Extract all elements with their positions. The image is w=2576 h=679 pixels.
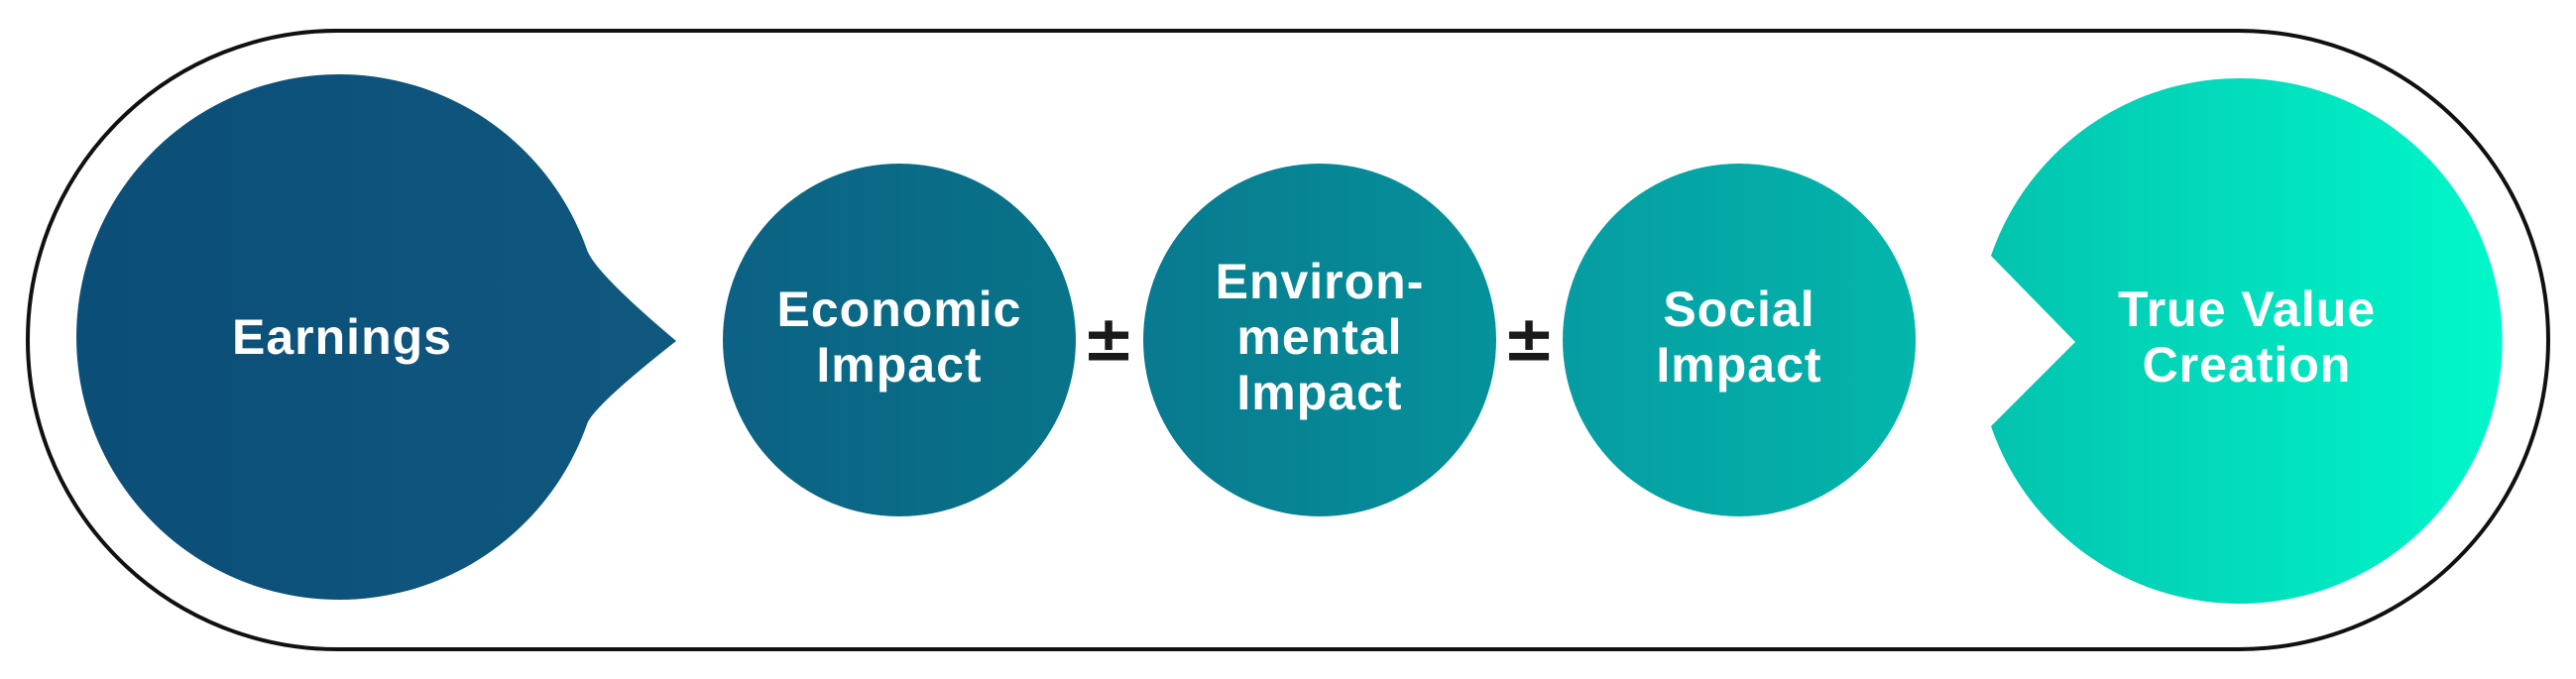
economic-impact-label-line2: Impact — [816, 337, 982, 393]
true-value-creation-label-line2: Creation — [2143, 337, 2352, 393]
social-impact-label-line2: Impact — [1656, 337, 1821, 393]
plus-minus-operator-1: ± — [1082, 303, 1135, 377]
social-impact-circle — [1563, 164, 1916, 516]
environmental-impact-circle — [1143, 164, 1496, 516]
plus-minus-operator-2: ± — [1502, 303, 1556, 377]
earnings-shape — [76, 74, 677, 601]
true-value-creation-label: True Value — [2118, 282, 2376, 337]
environmental-impact-label-line3: Impact — [1236, 365, 1402, 420]
social-impact-label: Social — [1663, 282, 1815, 337]
true-value-creation-shape — [1991, 78, 2503, 605]
environmental-impact-label-line2: mental — [1236, 309, 1402, 365]
environmental-impact-label: Environ- — [1216, 254, 1425, 309]
economic-impact-circle — [723, 164, 1076, 516]
outline-frame — [26, 29, 2550, 651]
earnings-label: Earnings — [232, 309, 452, 365]
economic-impact-label: Economic — [777, 282, 1022, 337]
